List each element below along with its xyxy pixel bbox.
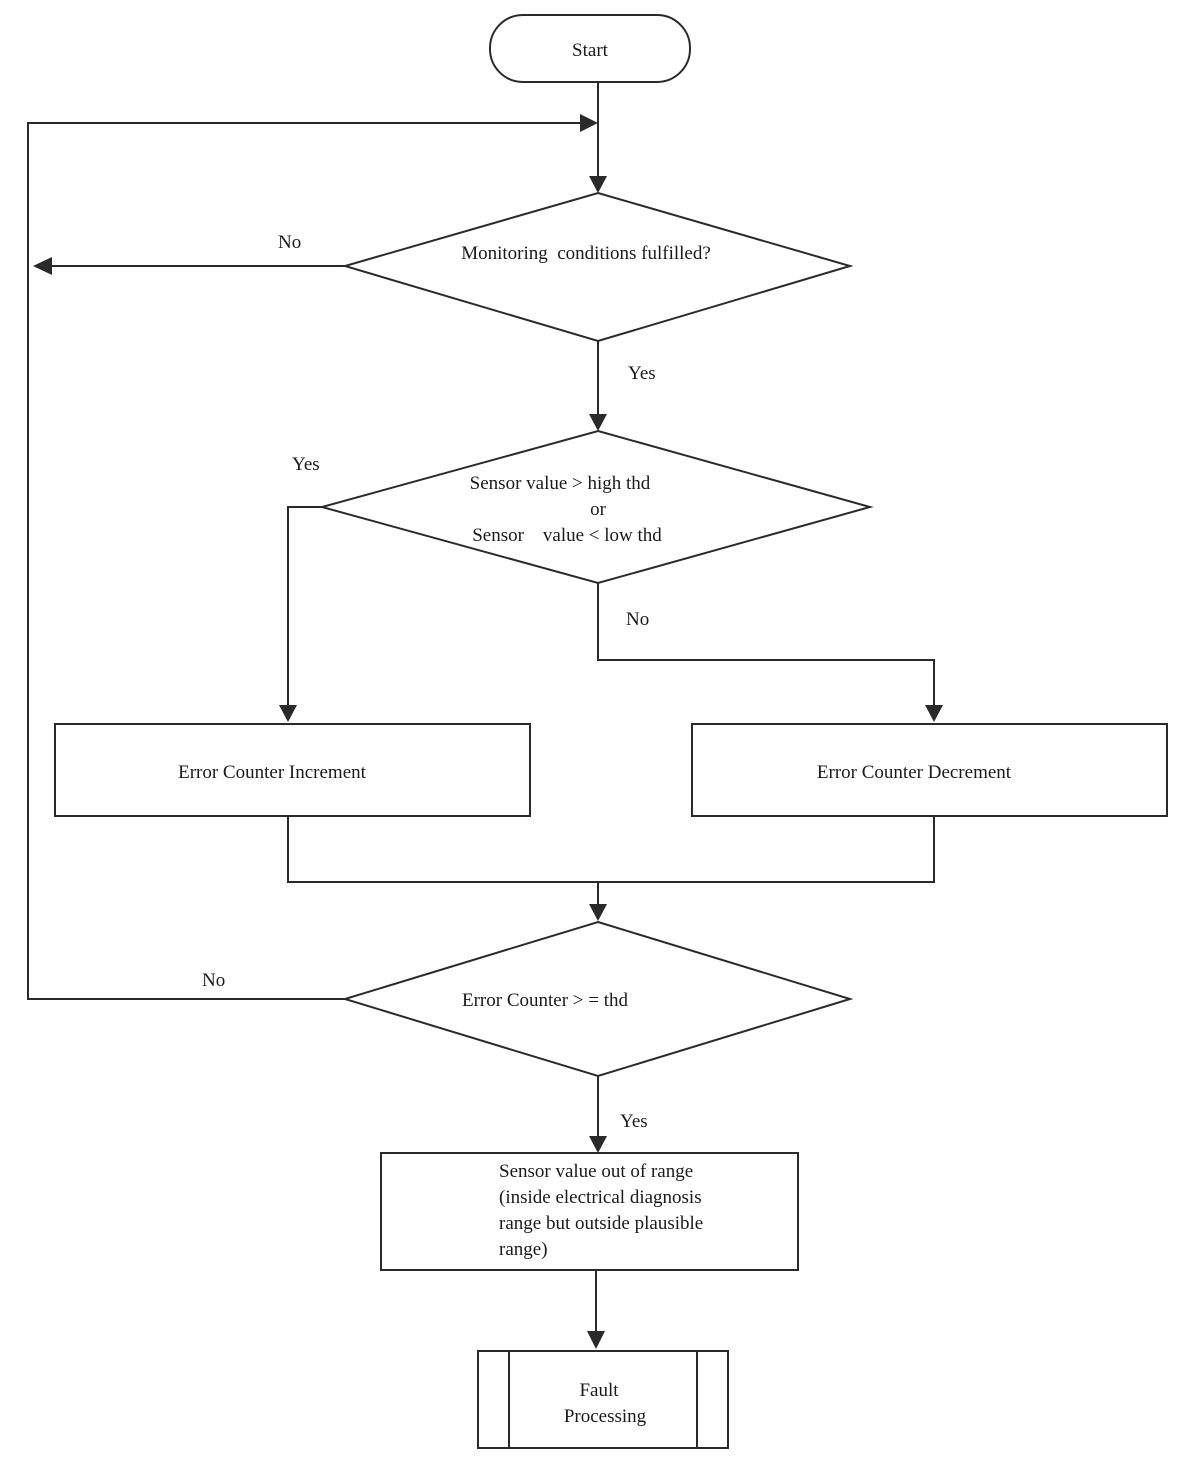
start-label: Start	[572, 40, 609, 61]
edge-counter-no-loop	[27, 122, 582, 1000]
node-threshold-decision: Sensor value > high thd or Sensor value …	[318, 429, 874, 585]
monitoring-decision-label: Monitoring conditions fulfilled?	[461, 243, 711, 264]
increment-label: Error Counter Increment	[178, 762, 367, 783]
arrowhead-decrement	[925, 705, 943, 722]
arrowhead-loop-back	[580, 114, 598, 132]
increment-process-box	[54, 723, 531, 817]
edge-increment-merge	[287, 816, 935, 883]
monitoring-no-label: No	[278, 232, 301, 253]
threshold-line-3: Sensor value < low thd	[472, 525, 662, 546]
fault-processing-box	[477, 1350, 729, 1449]
monitoring-decision-diamond	[341, 191, 854, 343]
threshold-line-2: or	[590, 499, 607, 520]
fault-processing-line-1: Fault	[579, 1380, 619, 1401]
out-of-range-line-1: Sensor value out of range	[499, 1161, 693, 1182]
node-fault-processing: Fault Processing	[477, 1350, 729, 1449]
arrowhead-threshold	[589, 414, 607, 431]
arrowhead-increment	[279, 705, 297, 722]
node-decrement: Error Counter Decrement	[691, 723, 1168, 817]
arrowhead-monitoring-no	[33, 257, 52, 275]
edge-threshold-no	[597, 583, 935, 707]
fault-processing-line-2: Processing	[564, 1406, 647, 1427]
counter-no-label: No	[202, 970, 225, 991]
threshold-no-label: No	[626, 609, 649, 630]
counter-yes-label: Yes	[620, 1111, 648, 1132]
arrowhead-monitoring	[589, 176, 607, 193]
out-of-range-line-4: range)	[499, 1239, 548, 1260]
arrowhead-fault	[587, 1331, 605, 1349]
decrement-process-box	[691, 723, 1168, 817]
node-counter-decision: Error Counter > = thd	[341, 920, 854, 1078]
node-increment: Error Counter Increment	[54, 723, 531, 817]
threshold-yes-label: Yes	[292, 454, 320, 475]
counter-decision-diamond	[341, 920, 854, 1078]
start-terminator-shape	[489, 14, 691, 83]
edge-threshold-yes	[287, 506, 322, 707]
arrowhead-out-of-range	[589, 1136, 607, 1153]
counter-decision-label: Error Counter > = thd	[462, 990, 629, 1011]
node-start: Start	[489, 14, 691, 83]
node-monitoring-decision: Monitoring conditions fulfilled?	[341, 191, 854, 343]
threshold-decision-diamond	[318, 429, 874, 585]
connectors	[27, 82, 943, 1349]
node-out-of-range: Sensor value out of range (inside electr…	[380, 1152, 799, 1271]
arrowhead-counter	[589, 904, 607, 921]
out-of-range-line-2: (inside electrical diagnosis	[499, 1187, 702, 1208]
monitoring-yes-label: Yes	[628, 363, 656, 384]
out-of-range-process-box	[380, 1152, 799, 1271]
edge-labels: No Yes Yes No No Yes	[202, 232, 656, 1132]
out-of-range-line-3: range but outside plausible	[499, 1213, 703, 1234]
threshold-line-1: Sensor value > high thd	[470, 473, 651, 494]
decrement-label: Error Counter Decrement	[817, 762, 1012, 783]
